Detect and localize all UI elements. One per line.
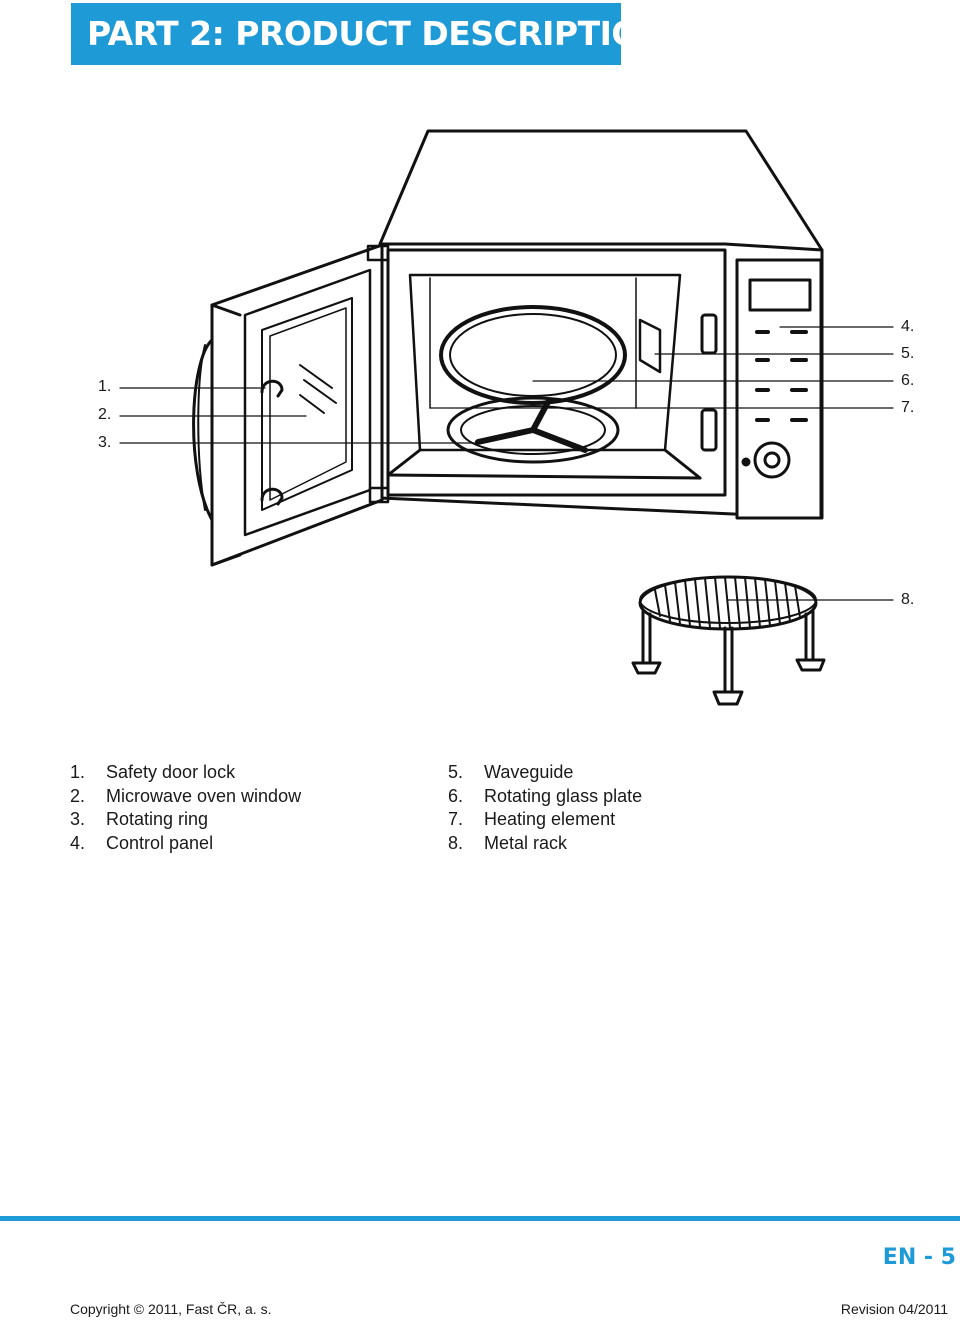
- legend-item: 3. Rotating ring: [70, 808, 301, 832]
- legend-item: 4. Control panel: [70, 832, 301, 856]
- control-dial-center: [763, 451, 781, 469]
- callout-3: 3.: [98, 434, 112, 451]
- ring-arm-3: [475, 427, 536, 445]
- oven-top-right-edge: [723, 242, 824, 252]
- ring-arm-2: [530, 427, 588, 453]
- cavity-floor-left: [386, 448, 422, 477]
- door-window-inner: [269, 307, 347, 501]
- rotating-ring-inner: [460, 405, 606, 455]
- glass-plate-shape: [439, 305, 627, 405]
- legend-number: 3.: [70, 809, 86, 829]
- legend-label: Safety door lock: [106, 762, 236, 782]
- legend-number: 5.: [448, 762, 464, 782]
- revision-value: 04/2011: [894, 1301, 948, 1317]
- legend-number: 2.: [70, 785, 86, 806]
- revision-label: Revision: [840, 1301, 895, 1317]
- cavity-floor-front: [386, 473, 702, 480]
- door-window-glass: [261, 297, 353, 511]
- legend-label: Microwave oven window: [106, 785, 302, 806]
- legend-item: 2. Microwave oven window: [70, 785, 301, 809]
- latch-slot-top: [700, 313, 718, 355]
- callout-5: 5.: [901, 345, 915, 362]
- rotating-ring-shape: [446, 396, 620, 464]
- callout-2: 2.: [98, 406, 112, 423]
- footer-divider: [0, 1216, 960, 1221]
- legend-label: Control panel: [106, 832, 214, 853]
- parts-legend-left: 1. Safety door lock 2. Microwave oven wind…: [70, 761, 301, 855]
- legend-item: 5. Waveguide: [448, 761, 642, 785]
- legend-number: 6.: [448, 785, 464, 806]
- ring-arm-1: [530, 399, 551, 433]
- legend-item: 7. Heating element: [448, 808, 642, 832]
- glass-reflection-1: [299, 364, 333, 389]
- legend-item: 8. Metal rack: [448, 832, 642, 856]
- metal-rack-legs: [631, 608, 826, 706]
- legend-item: 1. Safety door lock: [70, 761, 301, 785]
- page-number: EN - 5: [882, 1245, 956, 1270]
- legend-number: 4.: [70, 832, 86, 853]
- callout-4: 4.: [901, 318, 915, 335]
- control-small-button: [741, 457, 751, 467]
- callout-leaders: [119, 326, 894, 601]
- metal-rack-bars: [654, 576, 801, 629]
- legend-label: Heating element: [484, 809, 616, 829]
- callout-1: 1.: [98, 378, 112, 395]
- microwave-diagram: [119, 129, 894, 706]
- cavity-floor-right: [663, 448, 702, 480]
- parts-legend-right: 5. Waveguide 6. Rotating glass plate 7. Hea…: [448, 761, 642, 855]
- glass-plate-inner: [449, 313, 617, 397]
- legend-number: 7.: [448, 809, 464, 829]
- legend-label: Metal rack: [484, 832, 568, 853]
- callout-6: 6.: [901, 372, 915, 389]
- legend-label: Waveguide: [484, 762, 574, 782]
- control-dial: [753, 441, 791, 479]
- glass-reflection-3: [299, 394, 325, 414]
- glass-reflection-2: [303, 379, 337, 404]
- display-window: [748, 278, 812, 312]
- legend-item: 6. Rotating glass plate: [448, 785, 642, 809]
- section-title: PART 2: PRODUCT DESCRIPTION: [71, 3, 667, 65]
- door-thickness: [210, 303, 242, 317]
- latch-slot-bottom: [700, 408, 718, 452]
- door-outer: [210, 243, 384, 567]
- hinge-bottom: [368, 486, 390, 504]
- legend-number: 1.: [70, 762, 86, 782]
- revision-info: Revision 04/2011: [841, 1301, 948, 1317]
- legend-label: Rotating glass plate: [484, 785, 643, 806]
- legend-label: Rotating ring: [106, 809, 209, 829]
- callout-8: 8.: [901, 591, 915, 608]
- legend-number: 8.: [448, 832, 464, 853]
- callout-7: 7.: [901, 399, 915, 416]
- copyright-text: Copyright © 2011, Fast ČR, a. s.: [70, 1301, 272, 1317]
- hinge-top: [366, 244, 390, 262]
- door-lock-hook-bottom: [260, 487, 284, 506]
- waveguide-shape: [638, 318, 662, 374]
- door-thickness-bottom: [210, 553, 242, 567]
- door-handle-inner: [197, 344, 206, 511]
- control-buttons: [755, 330, 808, 422]
